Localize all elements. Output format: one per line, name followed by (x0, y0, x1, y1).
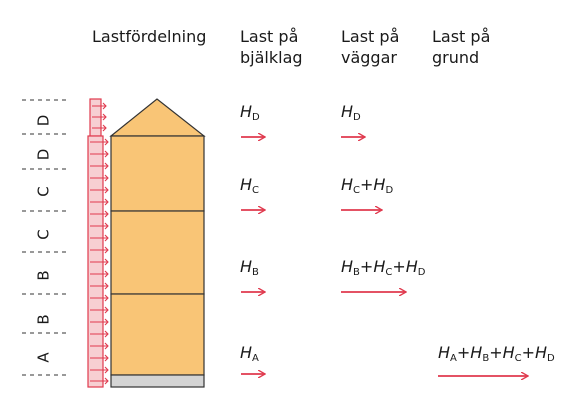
load-symbol: H (470, 343, 483, 362)
wind-arrow (92, 113, 107, 121)
wind-arrow (92, 102, 107, 110)
building-roof (109, 98, 206, 137)
building-storey-bottom (110, 293, 205, 376)
foundation-load-abcd: HA+HB+HC+HD (438, 343, 555, 365)
load-symbol: H (341, 257, 354, 276)
load-symbol: H (373, 175, 386, 194)
load-symbol: H (240, 175, 253, 194)
load-symbol: H (535, 343, 548, 362)
wind-arrow (90, 354, 109, 362)
building (109, 98, 206, 388)
wind-arrow (90, 270, 109, 278)
wall-load-d: HD (341, 102, 361, 124)
load-symbol: H (373, 257, 386, 276)
wall-load-bcd: HB+HC+HD (341, 257, 426, 279)
wind-arrow (90, 318, 109, 326)
wind-arrows (90, 102, 109, 385)
building-foundation (110, 374, 205, 388)
load-symbol: H (240, 257, 253, 276)
joist-load-d: HD (240, 102, 260, 124)
load-symbol: H (240, 343, 253, 362)
load-symbol: H (240, 102, 253, 121)
building-storey-top (110, 135, 205, 212)
load-symbol: H (502, 343, 515, 362)
joist-load-c: HC (240, 175, 260, 197)
wind-arrow (90, 150, 109, 158)
header-load-on-joist: Last på bjälklag (240, 27, 303, 67)
wind-arrow (90, 294, 109, 302)
wind-arrow (90, 258, 109, 266)
wall-load-cd: HC+HD (341, 175, 394, 197)
header-load-on-foundation: Last på grund (432, 27, 491, 67)
load-symbol: H (438, 343, 451, 362)
header-load-on-walls: Last på väggar (341, 27, 400, 67)
wind-arrow (90, 306, 109, 314)
wind-arrow (90, 342, 109, 350)
wind-arrow (90, 138, 109, 146)
wind-arrow (90, 198, 109, 206)
wind-arrow (90, 246, 109, 254)
building-storey-middle (110, 210, 205, 295)
wind-arrow (90, 174, 109, 182)
wind-arrow (90, 162, 109, 170)
zone-dividers (22, 99, 70, 376)
wind-arrow (90, 282, 109, 290)
wind-arrow (90, 330, 109, 338)
load-symbol: H (341, 175, 354, 194)
joist-load-a: HA (240, 343, 259, 365)
wind-arrow (92, 124, 107, 132)
wind-arrow (90, 186, 109, 194)
header-load-distribution: Lastfördelning (92, 27, 207, 46)
load-symbol: H (341, 102, 354, 121)
joist-load-b: HB (240, 257, 259, 279)
load-arrows (241, 137, 528, 376)
wind-arrow (90, 210, 109, 218)
wind-arrow (90, 234, 109, 242)
wind-arrow (90, 377, 109, 385)
wind-arrow (90, 222, 109, 230)
load-symbol: H (405, 257, 418, 276)
wind-arrow (90, 366, 109, 374)
